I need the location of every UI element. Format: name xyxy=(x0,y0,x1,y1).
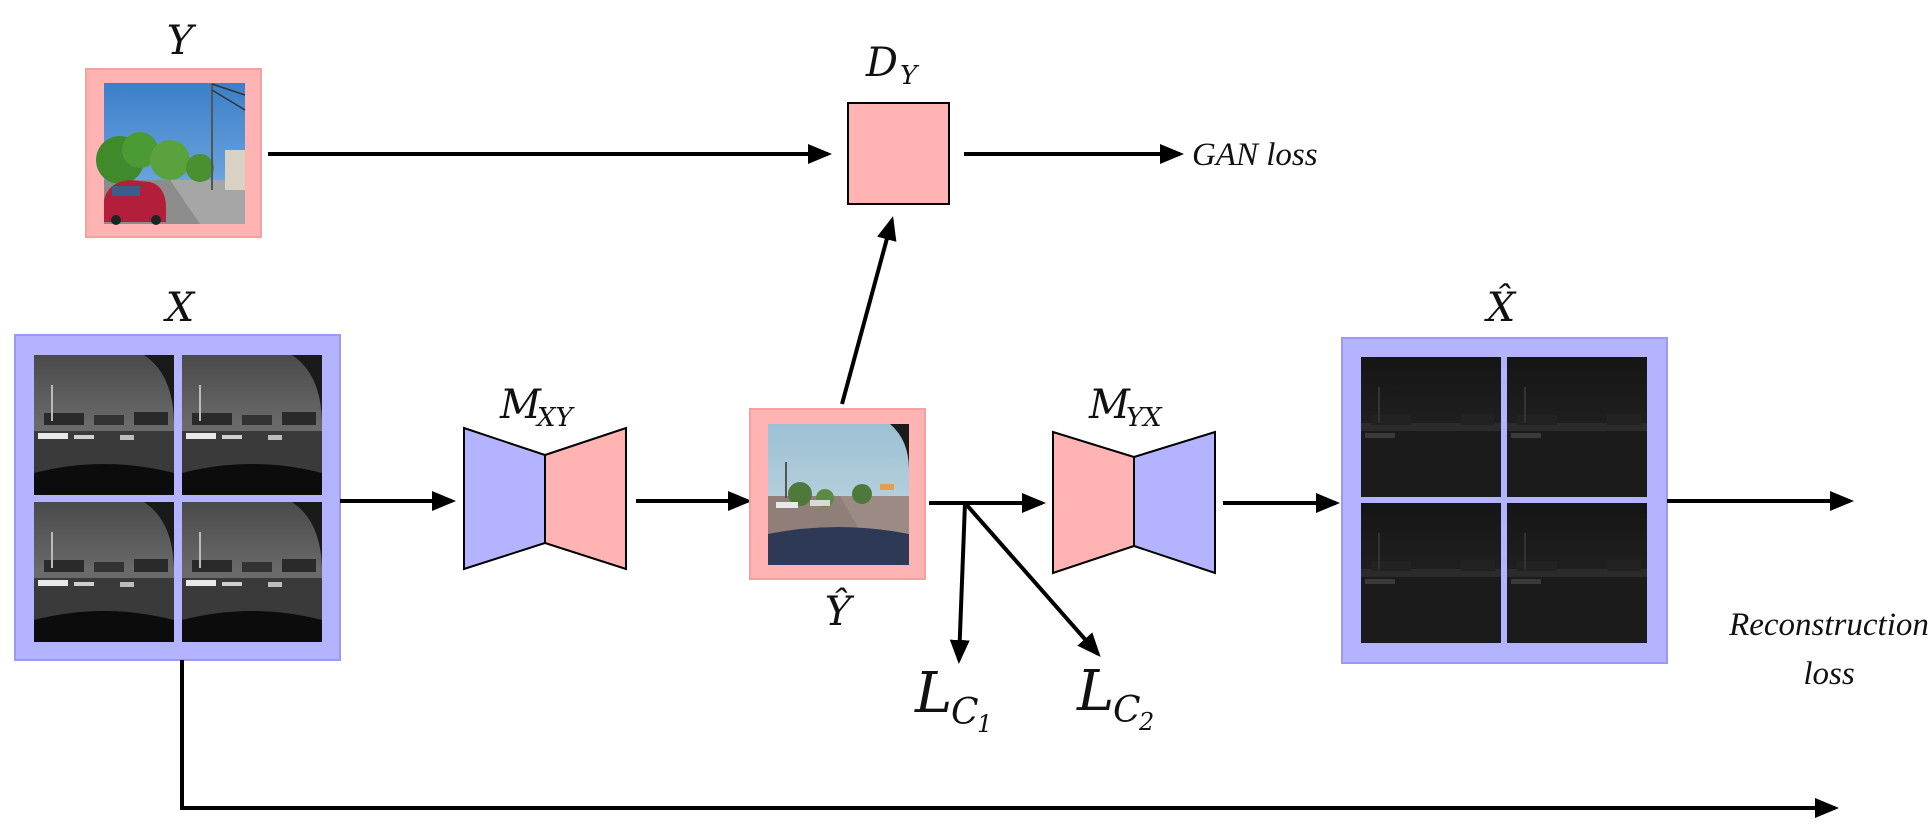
xhat-tile-3 xyxy=(1360,502,1502,644)
image-yhat xyxy=(749,408,926,580)
lc2-sub: C xyxy=(1113,690,1141,731)
mxy-main: M xyxy=(499,382,542,428)
node-x-label: X xyxy=(163,285,196,331)
node-yhat-label: Ŷ xyxy=(825,588,855,635)
x-tile-4 xyxy=(181,501,323,643)
x-tile-2 xyxy=(181,354,323,496)
lc1-sub: C xyxy=(951,692,979,733)
dy-sub: Y xyxy=(900,61,920,91)
street-photo-y xyxy=(96,83,246,225)
lc2-subsub: 2 xyxy=(1138,708,1154,736)
image-y xyxy=(85,68,262,238)
node-y-label: Y xyxy=(167,18,197,64)
myx-sub: YX xyxy=(1126,403,1163,433)
mxy-sub: XY xyxy=(535,403,576,433)
xhat-tile-2 xyxy=(1506,356,1648,498)
lc2-main: L xyxy=(1076,659,1114,724)
arrow-yhat-to-dy xyxy=(840,216,897,405)
generator-mxy xyxy=(463,426,627,571)
arrow-yhat-to-lc1 xyxy=(949,502,970,664)
reconstruction-loss-line1: Reconstruction xyxy=(1728,607,1929,643)
image-xhat xyxy=(1341,337,1668,664)
node-xhat-label: X̂ xyxy=(1484,285,1517,331)
xhat-tile-4 xyxy=(1506,502,1648,644)
myx-main: M xyxy=(1088,382,1131,428)
reconstruction-loss-line2: loss xyxy=(1803,656,1854,692)
x-tile-3 xyxy=(33,501,175,643)
arrow-yhat-to-lc2 xyxy=(963,501,1101,658)
node-myx-label: M YX xyxy=(1088,382,1163,433)
loss-c1-label: L C 1 xyxy=(914,661,992,738)
x-tile-1 xyxy=(33,354,175,496)
image-x xyxy=(14,334,341,661)
generator-myx xyxy=(1052,430,1216,575)
lc1-subsub: 1 xyxy=(977,710,992,738)
arrow-x-bypass xyxy=(180,660,1839,818)
dy-main: D xyxy=(865,40,898,86)
node-dy-label: D Y xyxy=(865,40,920,91)
lc1-main: L xyxy=(914,661,952,726)
discriminator-dy xyxy=(847,102,950,205)
loss-c2-label: L C 2 xyxy=(1076,659,1154,736)
xhat-tile-1 xyxy=(1360,356,1502,498)
gan-loss-label: GAN loss xyxy=(1192,137,1318,173)
fisheye-photo-yhat xyxy=(768,424,909,565)
node-mxy-label: M XY xyxy=(499,382,576,433)
